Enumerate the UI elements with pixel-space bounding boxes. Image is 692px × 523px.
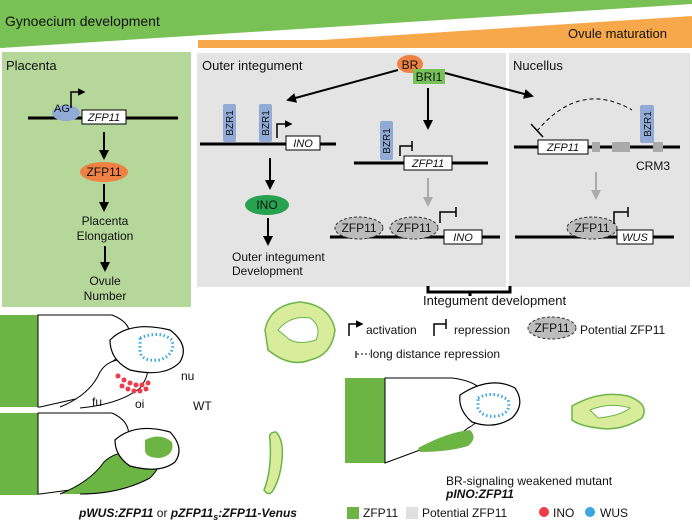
gynoecium-banner: Gynoecium development (0, 0, 692, 48)
label-nu: nu (181, 369, 194, 383)
gynoecium-banner-label: Gynoecium development (5, 13, 160, 29)
ino-dots (115, 373, 151, 394)
bzr1-label-2: BZR1 (261, 110, 272, 136)
legend-zfp11: ZFP11 (363, 506, 398, 520)
swatch-zfp11 (347, 507, 359, 519)
zfp11-gene-label: ZFP11 (87, 112, 120, 124)
zfp11-protein (80, 162, 128, 182)
bri1-label: BRI1 (416, 70, 443, 84)
bottom-legend: pWUS:ZFP11 or pZFP11s:ZFP11-Venus ZFP11 … (78, 506, 628, 522)
placenta-panel: Placenta AG ZFP11 ZFP11 Placenta Elongat… (2, 52, 191, 307)
swatch-wus (585, 507, 595, 517)
placenta-outcome-line1: Placenta (82, 214, 129, 228)
ovule-banner: Ovule maturation (198, 16, 692, 48)
ino-gene-label: INO (293, 138, 313, 150)
wt-ovule-illustration: nu fu oi WT (0, 301, 336, 413)
legend-potential-badge: ZFP11 (534, 321, 569, 335)
wus-gene-label: WUS (622, 232, 648, 244)
legend-potential: Potential ZFP11 (422, 506, 507, 520)
bri1-receptor (413, 69, 445, 84)
mutant-ovule-illustration: BR-signaling weakened mutant pINO:ZFP11 (345, 377, 645, 501)
ovule-outcome-line2: Number (84, 289, 127, 303)
legend-potential-label: Potential ZFP11 (580, 323, 665, 337)
label-wt: WT (193, 399, 212, 413)
zfp11-gene-box (81, 109, 127, 125)
reporter-ovule-illustration (0, 412, 284, 495)
reporter-construct: pWUS:ZFP11 or pZFP11s:ZFP11-Venus (78, 506, 297, 522)
outer-integument-panel: Outer integument BZR1 BZR1 INO INO Outer… (197, 53, 506, 287)
outer-integument-outcome-line2: Development (232, 264, 303, 278)
nucellus-panel: Nucellus ZFP11 BZR1 CRM3 ZFP11 WUS (509, 53, 690, 287)
br-signal: BR BRI1 (286, 55, 534, 130)
zfp11-potential-2: ZFP11 (396, 221, 431, 235)
ovule-banner-label: Ovule maturation (568, 26, 667, 41)
ino-gene-label-2: INO (453, 232, 473, 244)
legend-repression: repression (454, 323, 510, 337)
legend-wus: WUS (600, 506, 628, 520)
mutant-label-line2: pINO:ZFP11 (445, 487, 514, 501)
ag-protein (52, 105, 80, 121)
outer-integument-title: Outer integument (202, 58, 303, 73)
reporter-or: or (153, 506, 170, 520)
arrow-legend: activation repression ZFP11 Potential ZF… (348, 316, 665, 361)
br-hormone (397, 55, 423, 73)
ovule-outcome-line1: Ovule (89, 274, 121, 288)
nucellus-bzr1-label: BZR1 (643, 111, 654, 137)
ag-label: AG (54, 103, 70, 115)
legend-activation: activation (366, 323, 417, 337)
outer-integument-outcome-line1: Outer integument (232, 250, 325, 264)
swatch-ino (539, 507, 549, 517)
activation-arrow (70, 88, 86, 108)
swatch-potential (406, 507, 418, 519)
reporter-part2: pZFP11 (170, 506, 214, 520)
zfp11-potential-1: ZFP11 (341, 221, 376, 235)
reporter-part3: :ZFP11-Venus (218, 506, 297, 520)
bzr1-label-1: BZR1 (225, 110, 236, 136)
zfp11-gene-label-2: ZFP11 (411, 158, 444, 170)
ino-protein (245, 195, 289, 215)
br-label: BR (402, 58, 419, 72)
bzr1-box-2 (259, 104, 272, 142)
reporter-sub: s (213, 512, 218, 522)
nucellus-zfp11-gene: ZFP11 (546, 142, 579, 154)
nucellus-title: Nucellus (513, 58, 563, 73)
reporter-part1: pWUS:ZFP11 (78, 506, 154, 520)
label-fu: fu (92, 395, 102, 409)
label-oi: oi (135, 397, 144, 411)
placenta-outcome-line2: Elongation (77, 229, 134, 243)
ino-protein-label: INO (256, 198, 277, 212)
placenta-title: Placenta (6, 58, 57, 73)
integument-development-label: Integument development (423, 293, 566, 308)
legend-long-distance: long distance repression (370, 347, 500, 361)
nucellus-bzr1-box (640, 105, 654, 143)
integument-bracket: Integument development (423, 286, 566, 308)
mutant-label-line1: BR-signaling weakened mutant (446, 474, 613, 488)
legend-ino: INO (553, 506, 574, 520)
bzr1-box-1 (223, 104, 236, 142)
crm3-label: CRM3 (636, 159, 670, 173)
zfp11-protein-label: ZFP11 (86, 165, 121, 179)
bzr1-label-3: BZR1 (382, 128, 393, 154)
nucellus-zfp11-potential: ZFP11 (574, 221, 609, 235)
